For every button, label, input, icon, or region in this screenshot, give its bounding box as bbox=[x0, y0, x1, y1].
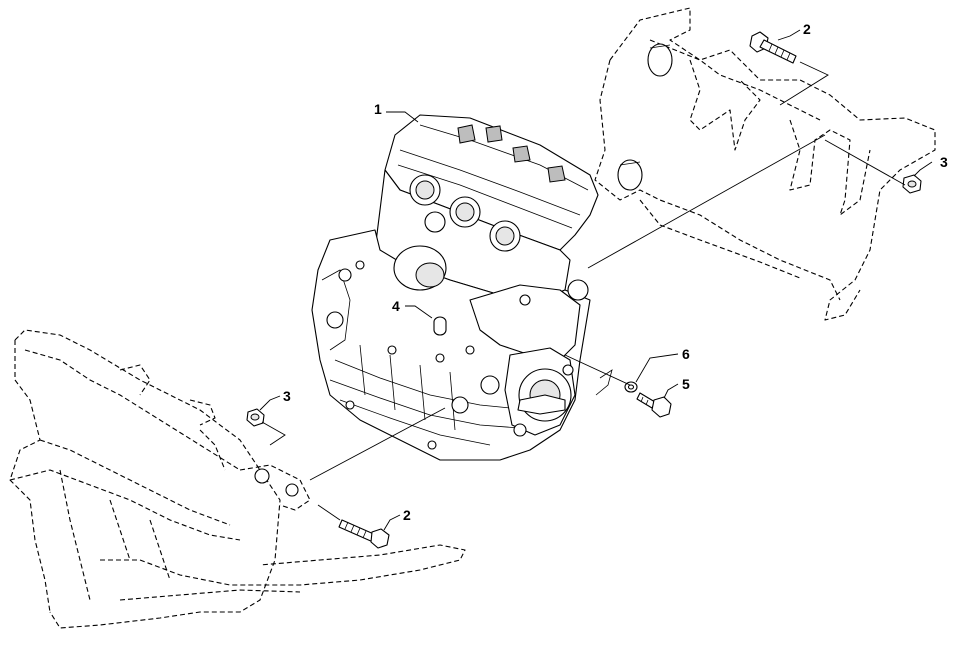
callout-spacer: 4 bbox=[392, 298, 400, 314]
upper-bolt bbox=[749, 31, 797, 64]
upper-frame-bracket bbox=[594, 7, 936, 321]
callout-nut-upper: 3 bbox=[940, 154, 948, 170]
lower-frame bbox=[9, 329, 466, 629]
callout-bolt-upper: 2 bbox=[803, 21, 811, 37]
callout-bolt-side: 5 bbox=[682, 376, 690, 392]
assembly-lines bbox=[261, 61, 906, 521]
callout-washer: 6 bbox=[682, 346, 690, 362]
upper-nut bbox=[902, 174, 922, 194]
callout-nut-lower: 3 bbox=[283, 388, 291, 404]
spacer bbox=[433, 316, 447, 336]
callout-leaders bbox=[259, 29, 933, 531]
lower-bolt bbox=[338, 519, 390, 549]
side-bolt bbox=[636, 392, 672, 418]
callout-labels: 1 2 3 4 5 6 3 2 bbox=[283, 21, 948, 523]
callout-bolt-lower: 2 bbox=[403, 507, 411, 523]
engine-assembly bbox=[311, 114, 599, 461]
callout-engine: 1 bbox=[374, 101, 382, 117]
lower-nut bbox=[246, 408, 265, 427]
